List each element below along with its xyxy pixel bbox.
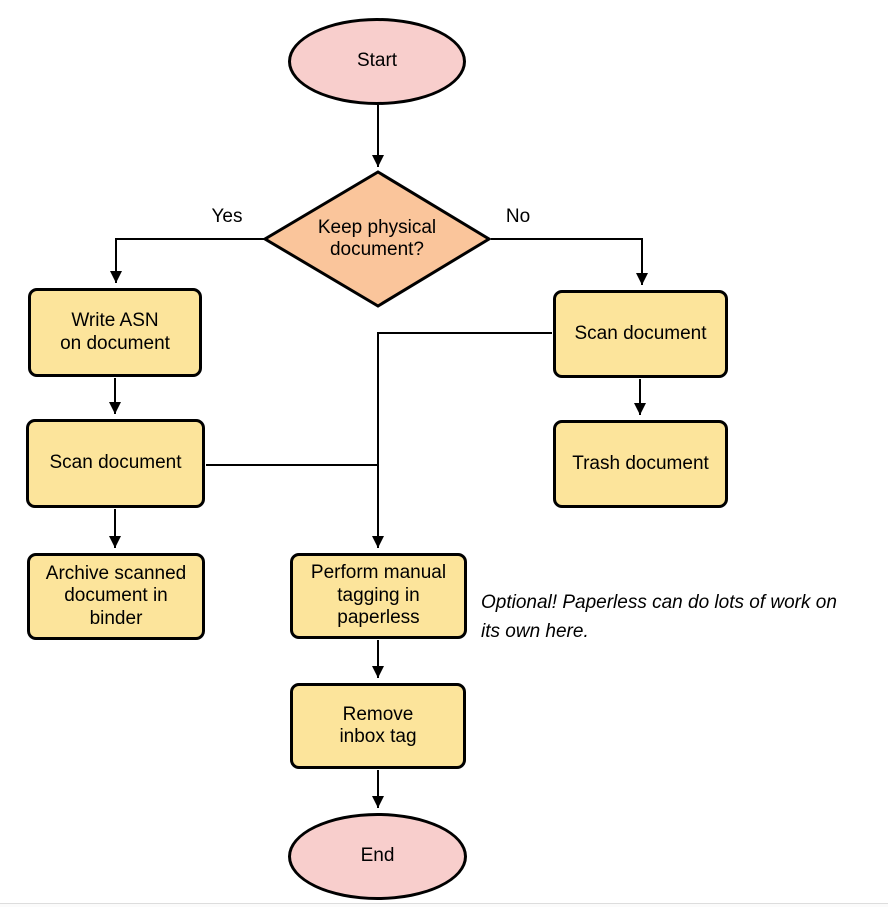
optional-annotation: Optional! Paperless can do lots of work …: [481, 592, 837, 642]
edge-scan-right-to-tagging: [372, 332, 552, 548]
remove-inbox-tag-node: Remove inbox tag: [290, 683, 466, 769]
edge-decision-no-to-scan-right: [491, 238, 648, 285]
scan-document-left-node: Scan document: [26, 419, 205, 508]
write-asn-node: Write ASN on document: [28, 288, 202, 377]
archive-node: Archive scanned document in binder: [27, 553, 205, 640]
start-node: Start: [288, 18, 466, 105]
page-bottom-rule: [0, 903, 888, 907]
trash-document-node: Trash document: [553, 420, 728, 508]
decision-node: Keep physical document?: [262, 169, 492, 309]
edge-label-no: No: [505, 206, 531, 227]
decision-diamond-shape: [262, 170, 492, 308]
edge-decision-yes-to-write-asn: [110, 238, 265, 283]
end-node: End: [288, 813, 467, 900]
edge-label-yes: Yes: [211, 206, 243, 227]
manual-tagging-node: Perform manual tagging in paperless: [290, 553, 467, 639]
decision-label: Keep physical document?: [317, 216, 437, 260]
scan-document-right-node: Scan document: [553, 290, 728, 378]
